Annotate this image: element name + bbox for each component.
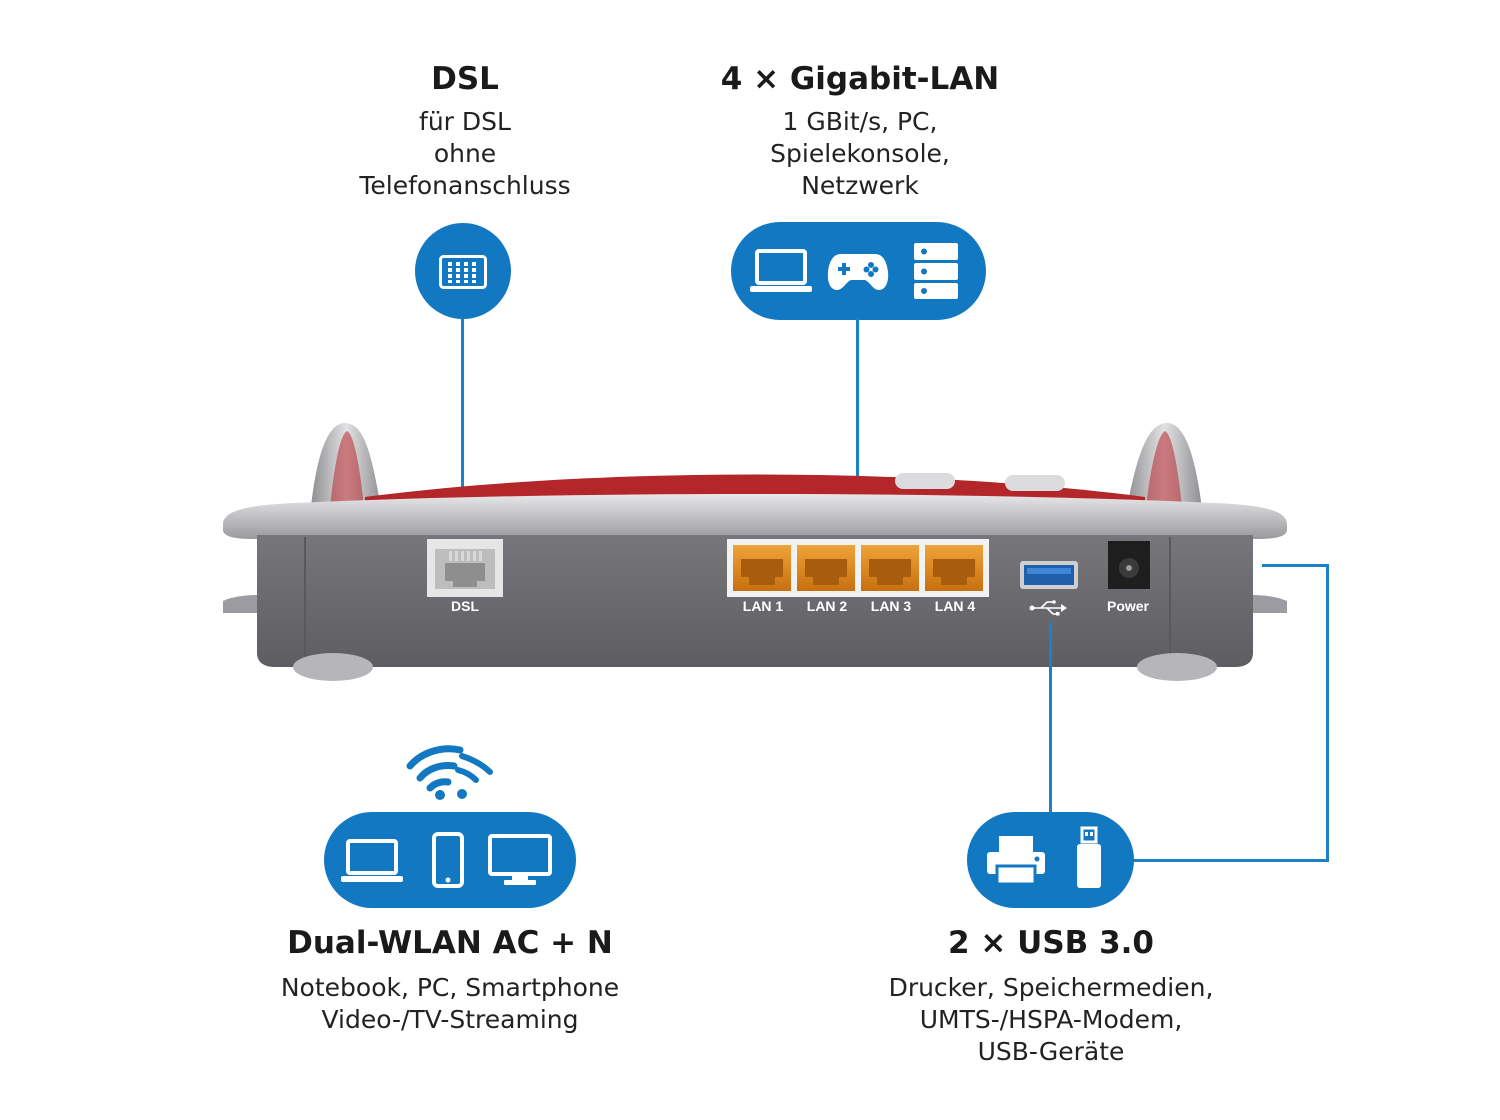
dsl-line-3: Telefonanschluss — [359, 171, 571, 200]
usb-icon-badge — [967, 812, 1134, 908]
monitor-icon — [488, 834, 552, 886]
wlan-feature: Dual-WLAN AC + N Notebook, PC, Smartphon… — [250, 924, 650, 1036]
power-port-label: Power — [1106, 598, 1149, 614]
usb-line-3: USB-Geräte — [977, 1037, 1125, 1066]
dsl-line-1: für DSL — [419, 107, 511, 136]
server-icon — [913, 242, 959, 300]
dsl-port-icon — [439, 255, 487, 289]
laptop-icon — [749, 248, 813, 294]
usb-line-2: UMTS-/HSPA-Modem, — [919, 1005, 1183, 1034]
lan-line-3: Netzwerk — [801, 171, 919, 200]
wlan-title: Dual-WLAN AC + N — [287, 925, 613, 961]
dsl-title: DSL — [431, 61, 499, 97]
printer-icon — [985, 834, 1047, 886]
usb-stick-icon — [1075, 826, 1103, 890]
smartphone-icon — [432, 832, 464, 888]
gamepad-icon — [827, 250, 889, 292]
lan-port-label-1: LAN 1 — [742, 598, 784, 614]
usb-side-connector-top — [1262, 564, 1328, 567]
dsl-connector-line — [461, 318, 464, 518]
usb-side-connector-vertical — [1326, 564, 1329, 862]
dsl-line-2: ohne — [433, 139, 497, 168]
usb-title: 2 × USB 3.0 — [948, 925, 1154, 961]
router-device — [215, 405, 1295, 695]
lan-title: 4 × Gigabit-LAN — [720, 61, 1000, 97]
laptop-icon — [340, 838, 404, 884]
dsl-icon-badge — [415, 223, 511, 319]
wlan-line-1: Notebook, PC, Smartphone — [280, 973, 620, 1002]
wifi-icon — [402, 742, 494, 802]
lan-icon-badge — [731, 222, 986, 320]
lan-port-label-4: LAN 4 — [934, 598, 976, 614]
usb-front-connector-line — [1049, 622, 1052, 814]
lan-port-label-3: LAN 3 — [870, 598, 912, 614]
lan-port-label-2: LAN 2 — [806, 598, 848, 614]
dsl-port-label: DSL — [451, 598, 479, 614]
usb-feature: 2 × USB 3.0 Drucker, Speichermedien, UMT… — [851, 924, 1251, 1068]
lan-line-2: Spielekonsole, — [770, 139, 950, 168]
lan-feature: 4 × Gigabit-LAN 1 GBit/s, PC, Spielekons… — [700, 60, 1020, 202]
dsl-feature: DSL für DSL ohne Telefonanschluss — [315, 60, 615, 202]
lan-connector-line — [856, 318, 859, 518]
usb-side-connector-bottom — [1132, 859, 1329, 862]
usb-line-1: Drucker, Speichermedien, — [888, 973, 1214, 1002]
lan-line-1: 1 GBit/s, PC, — [782, 107, 938, 136]
wlan-icon-badge — [324, 812, 576, 908]
wlan-line-2: Video-/TV-Streaming — [321, 1005, 579, 1034]
